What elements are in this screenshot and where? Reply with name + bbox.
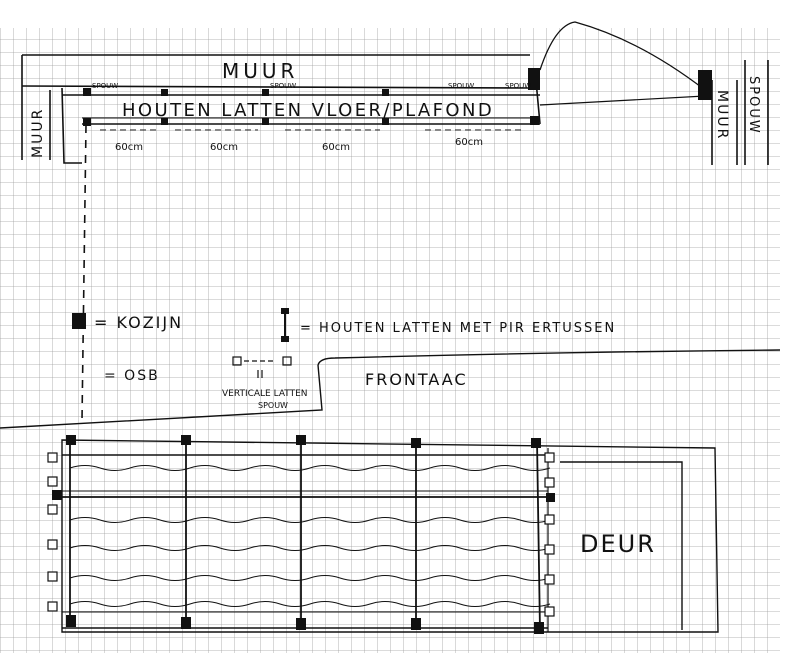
elevation-kozijn-blocks (52, 435, 555, 634)
legend-kozijn-label: = KOZIJN (94, 313, 183, 332)
muur-top-label: MUUR (222, 59, 298, 83)
legend-osb-label: = OSB (104, 368, 160, 384)
grid-paper (0, 28, 780, 653)
spouw-label-3: SPOUW (448, 82, 474, 90)
dim-label-1: 60cm (115, 142, 143, 153)
spouw-label-2: SPOUW (270, 82, 296, 90)
spouw-label-4: SPOUW (505, 82, 531, 90)
kozijn-blocks-top (83, 68, 712, 126)
dim-label-4: 60cm (455, 137, 483, 148)
legend-latten-label: = HOUTEN LATTEN MET PIR ERTUSSEN (300, 321, 616, 336)
frontaal-label: FRONTAAC (365, 370, 468, 389)
legend-verticale-icon (232, 356, 292, 378)
legend-kozijn-swatch (72, 313, 86, 329)
frontaal-outline (0, 349, 781, 429)
spouw-right-label: SPOUW (746, 76, 761, 135)
front-elevation (61, 439, 719, 633)
dim-label-2: 60cm (210, 142, 238, 153)
muur-right-label: MUUR (714, 90, 730, 140)
legend-spouw-label: SPOUW (258, 401, 288, 410)
floor-label: HOUTEN LATTEN VLOER/PLAFOND (122, 100, 494, 121)
dim-label-3: 60cm (322, 142, 350, 153)
muur-left-label: MUUR (30, 108, 46, 158)
legend-latten-icon (281, 308, 289, 342)
elevation-osb-squares (47, 452, 555, 617)
spouw-label-1: SPOUW (92, 82, 118, 90)
deur-label: DEUR (580, 530, 656, 558)
legend-verticale-label: VERTICALE LATTEN (222, 389, 308, 399)
